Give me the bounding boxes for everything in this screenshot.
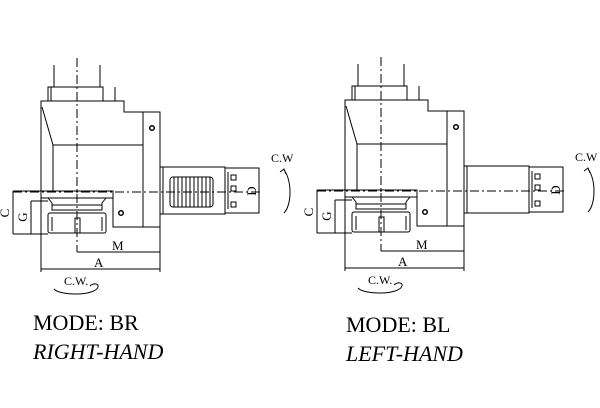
rotation-side-label: C.W bbox=[271, 151, 294, 165]
rotation-bottom-label: C.W. bbox=[368, 273, 392, 287]
dim-c-label: C bbox=[301, 208, 316, 217]
dim-m-label: M bbox=[112, 238, 124, 253]
dim-c-label: C bbox=[0, 209, 12, 218]
tool-drawing-right-hand: C G M A D C.W. C.W bbox=[0, 57, 294, 295]
rotation-side-label: C.W bbox=[575, 150, 598, 164]
dim-d-label: D bbox=[244, 186, 259, 195]
mode-bl-label: MODE: BL bbox=[346, 312, 451, 337]
right-hand-label: RIGHT-HAND bbox=[33, 339, 164, 364]
dim-d-label: D bbox=[548, 185, 563, 194]
dim-a-label: A bbox=[94, 255, 104, 270]
dim-g-label: G bbox=[319, 211, 334, 220]
tool-drawing-left-hand: C G M A D C.W. C.W bbox=[301, 56, 598, 294]
dim-m-label: M bbox=[416, 237, 428, 252]
mode-br-label: MODE: BR bbox=[33, 310, 139, 335]
dim-a-label: A bbox=[398, 254, 408, 269]
left-hand-label: LEFT-HAND bbox=[346, 341, 463, 366]
dim-g-label: G bbox=[15, 212, 30, 221]
rotation-bottom-label: C.W. bbox=[64, 274, 88, 288]
